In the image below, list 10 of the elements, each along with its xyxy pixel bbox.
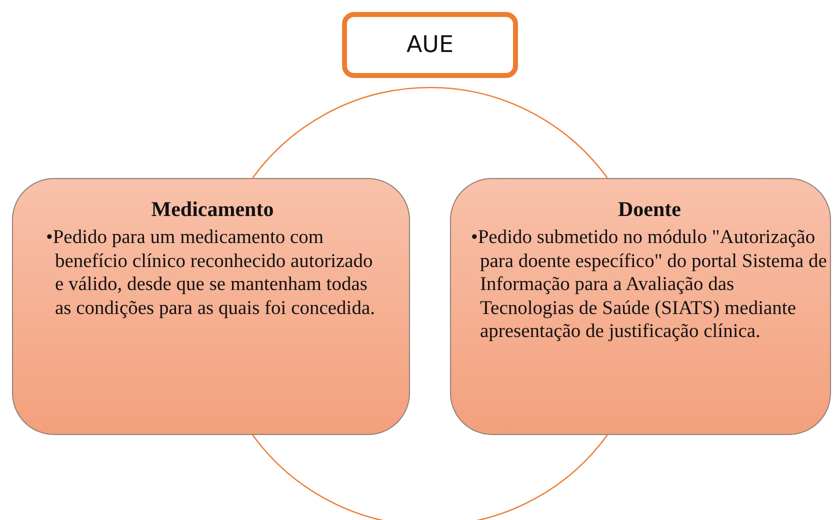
bullet-text: •Pedido submetido no módulo "Autorização para doente específico" do portal Sistema de Informação para a Avaliação das Tecnologias de Saúde (SIATS) mediante apresentação de justificação clínica. bbox=[471, 226, 828, 344]
bullet-text: •Pedido para um medicamento com benefício clínico reconhecido autorizado e válido, desde que se mantenham todas as condições para as quais foi concedida. bbox=[46, 226, 376, 320]
ring-arc bbox=[252, 87, 608, 178]
card-heading: Doente bbox=[617, 197, 682, 222]
card-heading: Medicamento bbox=[150, 197, 275, 222]
category-card bbox=[12, 178, 410, 435]
title-text: AUE bbox=[406, 32, 454, 58]
title-box bbox=[342, 12, 518, 78]
category-card bbox=[450, 178, 831, 435]
ring-arc bbox=[252, 434, 608, 520]
